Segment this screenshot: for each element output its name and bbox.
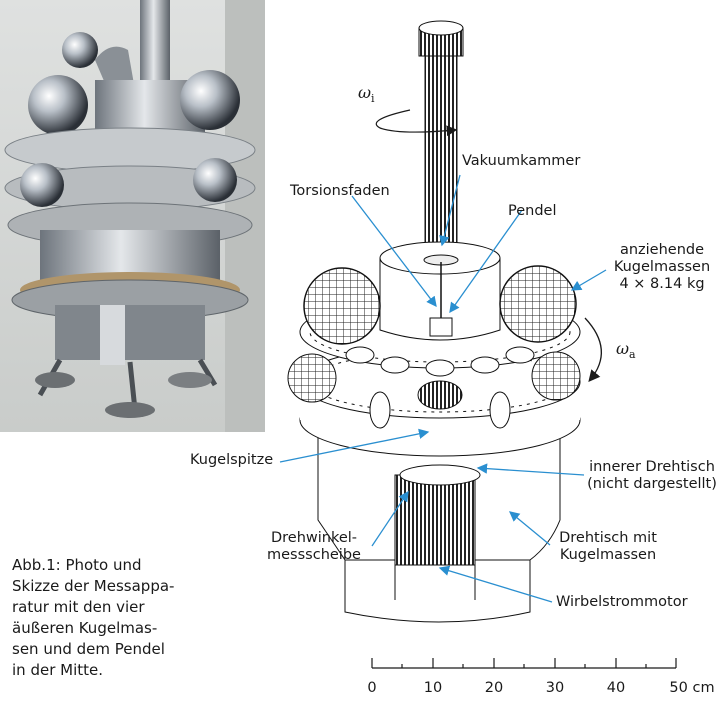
label-drehwinkel-line2: messscheibe	[267, 547, 361, 563]
label-wirbelstrommotor: Wirbelstrommotor	[556, 594, 688, 610]
label-pendel: Pendel	[508, 203, 557, 219]
label-innerer-line2: (nicht dargestellt)	[587, 476, 717, 492]
label-drehwinkel-line1: Drehwinkel-	[270, 530, 358, 546]
scale-tick-10: 10	[423, 680, 443, 696]
label-torsionsfaden: Torsionsfaden	[290, 183, 390, 199]
label-kugelmassen: anziehende Kugelmassen 4 × 8.14 kg	[602, 242, 722, 293]
label-kugelmassen-line2: Kugelmassen	[613, 259, 711, 275]
label-drehtisch-line2: Kugelmassen	[559, 547, 657, 563]
label-kugelspitze: Kugelspitze	[190, 452, 274, 468]
scale-bar	[371, 658, 677, 669]
omega-outer-label: ωa	[616, 339, 636, 362]
rotation-arrow-outer	[584, 317, 603, 382]
omega-inner-label: ωi	[358, 83, 375, 106]
label-drehwinkelmessscheibe: Drehwinkel- messscheibe	[258, 530, 370, 564]
figure-caption: Abb.1: Photo und Skizze der Messappa- ra…	[12, 556, 175, 679]
label-innerer-line1: innerer Drehtisch	[589, 459, 715, 475]
rotation-arrow-inner	[375, 109, 458, 137]
scale-tick-30: 30	[545, 680, 565, 696]
label-drehtisch-line1: Drehtisch mit	[559, 530, 657, 546]
leader-lines	[279, 174, 607, 603]
scale-tick-20: 20	[484, 680, 504, 696]
scale-tick-0: 0	[367, 680, 377, 696]
upper-drum	[379, 241, 501, 341]
vacuum-tube	[418, 20, 464, 279]
apparatus-sketch	[279, 20, 677, 669]
lower-housing	[317, 424, 561, 623]
attracting-spheres	[287, 265, 581, 403]
apparatus-photo	[0, 0, 265, 432]
label-kugelmassen-line1: anziehende	[619, 242, 705, 258]
label-vakuumkammer: Vakuumkammer	[462, 153, 581, 169]
scale-tick-40: 40	[606, 680, 626, 696]
label-innerer-drehtisch: innerer Drehtisch (nicht dargestellt)	[582, 459, 722, 493]
label-kugelmassen-line3: 4 × 8.14 kg	[619, 276, 705, 292]
label-drehtisch: Drehtisch mit Kugelmassen	[548, 530, 668, 564]
scale-tick-50: 50 cm	[669, 680, 715, 696]
